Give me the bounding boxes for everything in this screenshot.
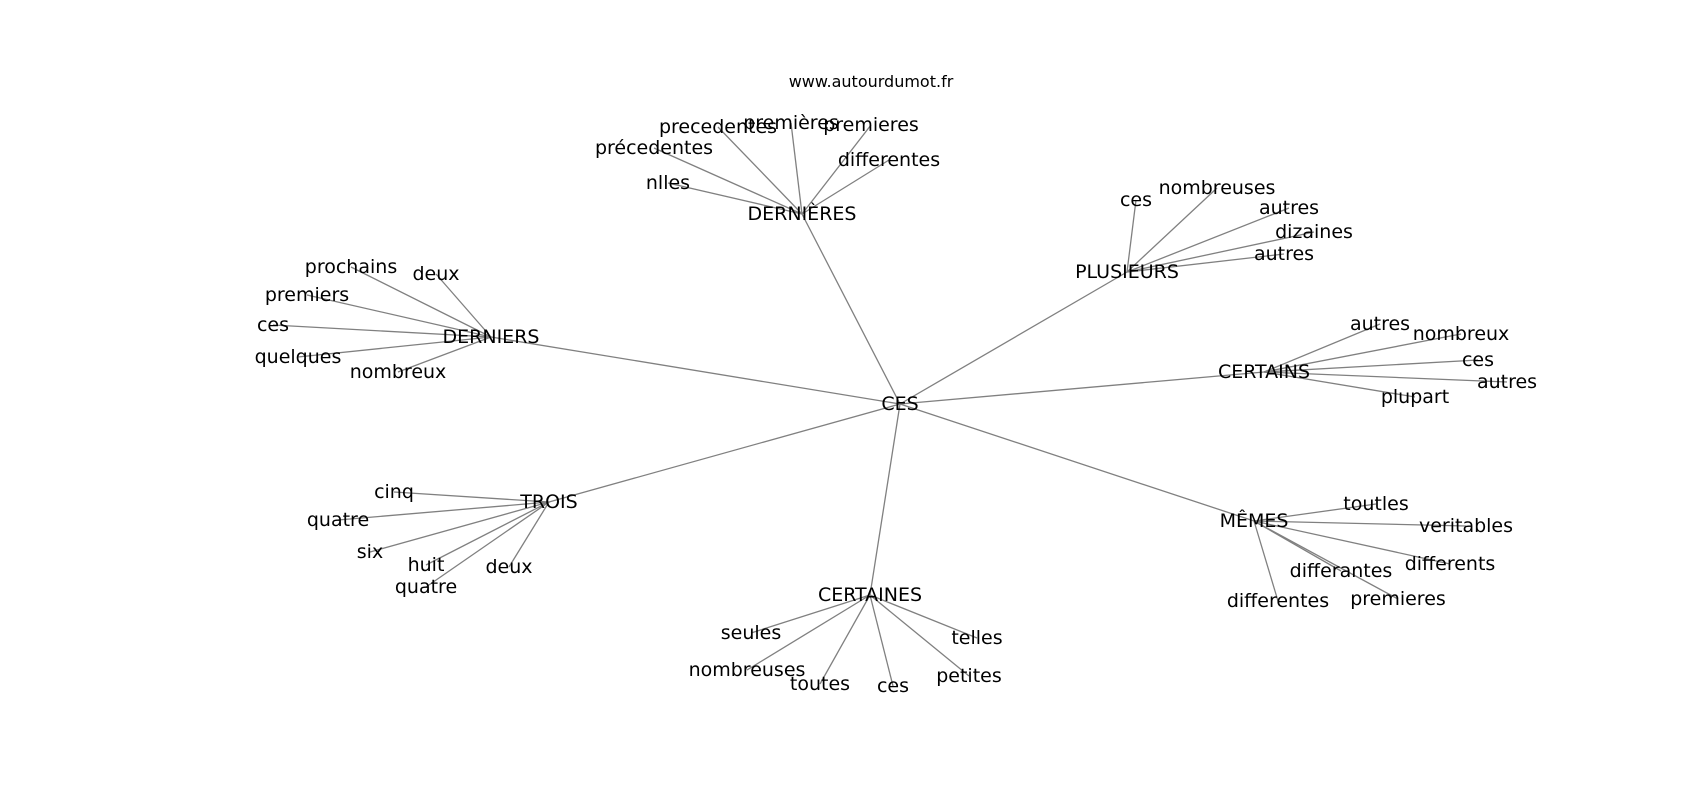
edge-center-hub	[869, 403, 901, 596]
edge-hub-leaf	[1126, 253, 1285, 273]
leaf-word-label: telles	[951, 627, 1002, 649]
leaf-word-label: nlles	[646, 172, 690, 194]
edge-hub-leaf	[819, 594, 871, 685]
edge-hub-leaf	[350, 266, 492, 338]
edge-center-hub	[899, 403, 1255, 522]
edge-hub-leaf	[508, 501, 550, 568]
leaf-word-label: autres	[1259, 197, 1319, 219]
leaf-word-label: premieres	[1350, 588, 1446, 610]
edge-center-hub	[548, 403, 901, 503]
edge-hub-leaf	[1126, 207, 1290, 273]
hub-word-label: DERNIÈRES	[748, 202, 857, 225]
leaf-word-label: toutes	[790, 673, 850, 695]
leaf-word-label: differents	[1405, 553, 1496, 575]
leaf-word-label: petites	[936, 665, 1002, 687]
edge-hub-leaf	[869, 594, 970, 677]
center-word-label: CES	[881, 393, 918, 415]
leaf-word-label: plupart	[1381, 386, 1449, 408]
edge-center-hub	[899, 371, 1265, 405]
edge-hub-leaf	[790, 122, 803, 215]
edge-center-hub	[801, 213, 901, 405]
leaf-word-label: autres	[1254, 243, 1314, 265]
edge-hub-leaf	[393, 491, 550, 503]
hub-word-label: DERNIERS	[443, 326, 540, 348]
edge-hub-leaf	[306, 294, 492, 338]
leaf-word-label: veritables	[1419, 515, 1513, 537]
leaf-word-label: dizaines	[1275, 221, 1353, 243]
graph-edges	[272, 122, 1508, 687]
edge-hub-leaf	[1253, 503, 1377, 522]
leaf-word-label: deux	[485, 556, 532, 578]
edge-hub-leaf	[869, 594, 894, 687]
leaf-word-label: premières	[743, 112, 839, 134]
edge-hub-leaf	[435, 273, 492, 338]
edge-center-hub	[899, 271, 1128, 405]
edge-hub-leaf	[1263, 333, 1462, 373]
edge-hub-leaf	[801, 124, 872, 215]
leaf-word-label: ces	[257, 314, 289, 336]
edge-hub-leaf	[425, 501, 550, 588]
leaf-word-label: quatre	[307, 509, 369, 531]
leaf-word-label: autres	[1477, 371, 1537, 393]
edge-hub-leaf	[1253, 520, 1467, 527]
edge-hub-leaf	[1263, 359, 1479, 373]
leaf-word-label: nombreuses	[1159, 177, 1276, 199]
edge-hub-leaf	[272, 324, 492, 338]
edge-hub-leaf	[397, 336, 492, 373]
edge-hub-leaf	[369, 501, 550, 553]
edge-hub-leaf	[717, 126, 803, 215]
leaf-word-label: ces	[877, 675, 909, 697]
leaf-word-label: six	[357, 541, 383, 563]
edge-hub-leaf	[1253, 520, 1451, 565]
source-website: www.autourdumot.fr	[788, 72, 954, 91]
edge-hub-leaf	[653, 147, 803, 215]
graph-labels: precedentespremièrespremieresprécedentes…	[255, 112, 1537, 697]
edge-hub-leaf	[1253, 520, 1399, 600]
leaf-word-label: nombreux	[350, 361, 447, 383]
leaf-word-label: differentes	[838, 149, 940, 171]
hub-word-label: CERTAINS	[1218, 361, 1310, 383]
leaf-word-label: autres	[1350, 313, 1410, 335]
leaf-word-label: précedentes	[595, 137, 713, 159]
leaf-word-label: quelques	[255, 346, 342, 368]
edge-hub-leaf	[801, 159, 890, 215]
leaf-word-label: nombreux	[1413, 323, 1510, 345]
edge-hub-leaf	[1126, 199, 1137, 273]
leaf-word-label: deux	[412, 263, 459, 285]
edge-hub-leaf	[1263, 371, 1508, 383]
leaf-word-label: precedentes	[659, 116, 777, 138]
edge-hub-leaf	[1126, 231, 1315, 273]
edge-hub-leaf	[337, 501, 550, 521]
leaf-word-label: differantes	[1290, 560, 1393, 582]
leaf-word-label: nombreuses	[689, 659, 806, 681]
edge-hub-leaf	[425, 501, 550, 566]
leaf-word-label: huit	[408, 554, 445, 576]
hub-word-label: PLUSIEURS	[1075, 261, 1179, 283]
leaf-word-label: ces	[1120, 189, 1152, 211]
hub-word-label: CERTAINES	[818, 584, 922, 606]
edge-hub-leaf	[1126, 187, 1218, 273]
edge-hub-leaf	[1263, 371, 1416, 398]
edge-hub-leaf	[750, 594, 871, 634]
edge-hub-leaf	[667, 182, 803, 215]
edge-hub-leaf	[1263, 323, 1381, 373]
leaf-word-label: differentes	[1227, 590, 1329, 612]
edge-hub-leaf	[746, 594, 871, 671]
hub-word-label: MÊMES	[1220, 509, 1289, 532]
leaf-word-label: premieres	[823, 114, 919, 136]
leaf-word-label: toutles	[1343, 493, 1408, 515]
leaf-word-label: cinq	[374, 481, 414, 503]
hub-word-label: TROIS	[519, 491, 577, 513]
leaf-word-label: seules	[721, 622, 782, 644]
leaf-word-label: quatre	[395, 576, 457, 598]
edge-hub-leaf	[1253, 520, 1279, 602]
edge-hub-leaf	[869, 594, 978, 639]
edge-hub-leaf	[297, 336, 492, 358]
leaf-word-label: ces	[1462, 349, 1494, 371]
leaf-word-label: prochains	[305, 256, 397, 278]
edge-center-hub	[490, 336, 901, 405]
leaf-word-label: premiers	[265, 284, 349, 306]
